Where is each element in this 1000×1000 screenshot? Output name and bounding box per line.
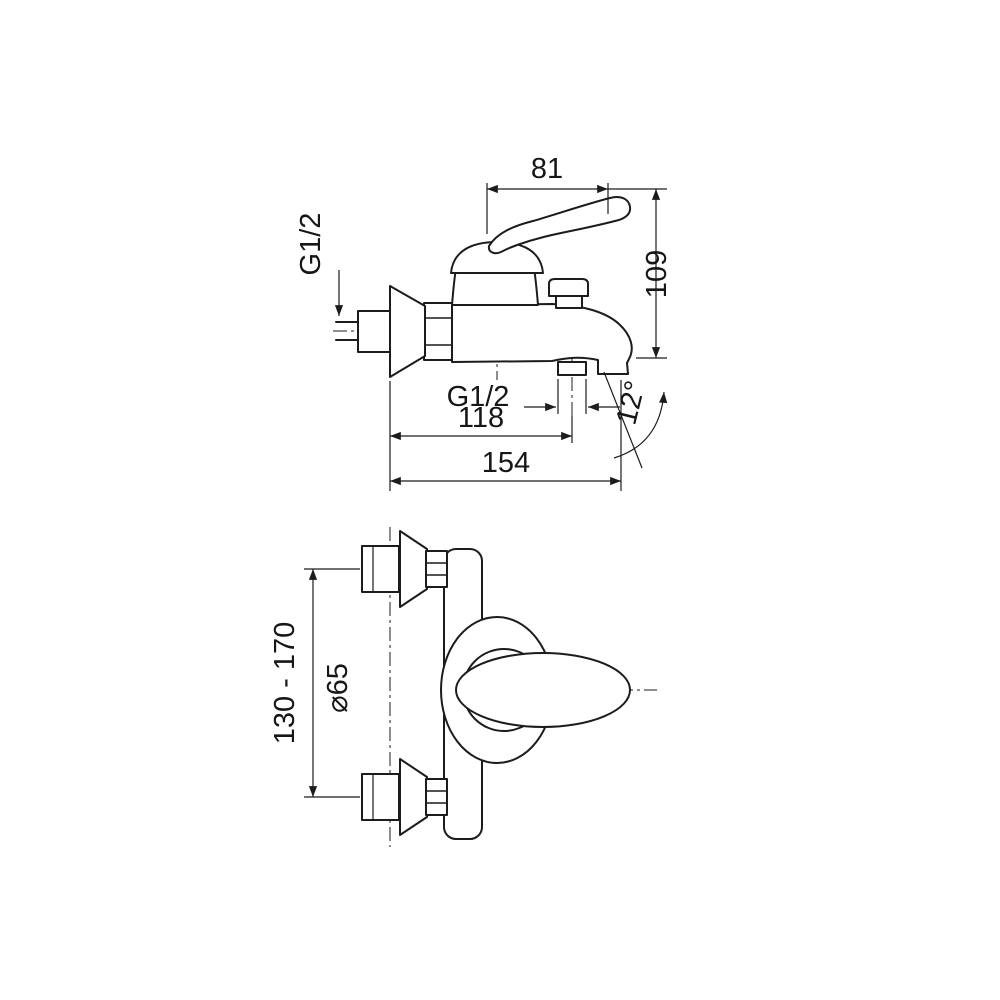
diverter-cap [548, 278, 589, 297]
wall-stem [335, 321, 359, 341]
wall-flange-cone [389, 285, 426, 378]
hose-outlet [557, 361, 587, 376]
dim-inlet-thread: G1/2 [295, 213, 327, 276]
top-nut [425, 550, 448, 588]
connection-nut [423, 302, 453, 361]
dim-outlet-distance: 118 [458, 402, 504, 434]
dim-outlet-thread: G1/2 [447, 381, 510, 413]
bottom-nut-facets [426, 790, 447, 804]
lever-top-view [455, 652, 631, 728]
top-nut-facets [426, 562, 447, 576]
side-view: 81 109 G1/2 G1/2 118 154 12° [295, 153, 673, 491]
dim-spout-angle: 12° [610, 378, 652, 428]
angle-reference-line [603, 371, 643, 469]
front-view: 130 - 170 ⌀65 [269, 527, 657, 847]
dim-mounting-centers: 130 - 170 [269, 622, 301, 745]
top-flange-cone [399, 530, 428, 608]
outlet-thread-ext [557, 379, 587, 414]
eccentric-square [357, 310, 391, 353]
bottom-nut [425, 778, 448, 816]
angle-arc [613, 391, 668, 459]
dim-overall-height: 109 [641, 250, 673, 298]
body-spout-outline [451, 303, 633, 375]
dim-spout-reach: 154 [482, 447, 530, 479]
cartridge-housing [451, 267, 539, 306]
top-eccentric-square [361, 545, 400, 593]
bottom-flange-cone [399, 758, 428, 836]
dim-flange-diameter: ⌀65 [322, 663, 354, 713]
connection-nut-facets [424, 317, 452, 346]
bottom-eccentric-square [361, 773, 400, 821]
dim-handle-width: 81 [531, 153, 563, 185]
lever-handle [487, 196, 632, 255]
